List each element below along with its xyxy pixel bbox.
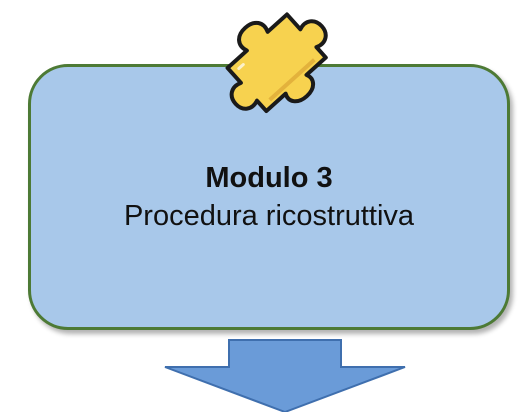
puzzle-piece-icon [225,12,328,114]
module-subtitle: Procedura ricostruttiva [123,200,415,232]
module-title: Modulo 3 [205,162,333,194]
module-label: Modulo 3 Procedura ricostruttiva [28,160,510,236]
